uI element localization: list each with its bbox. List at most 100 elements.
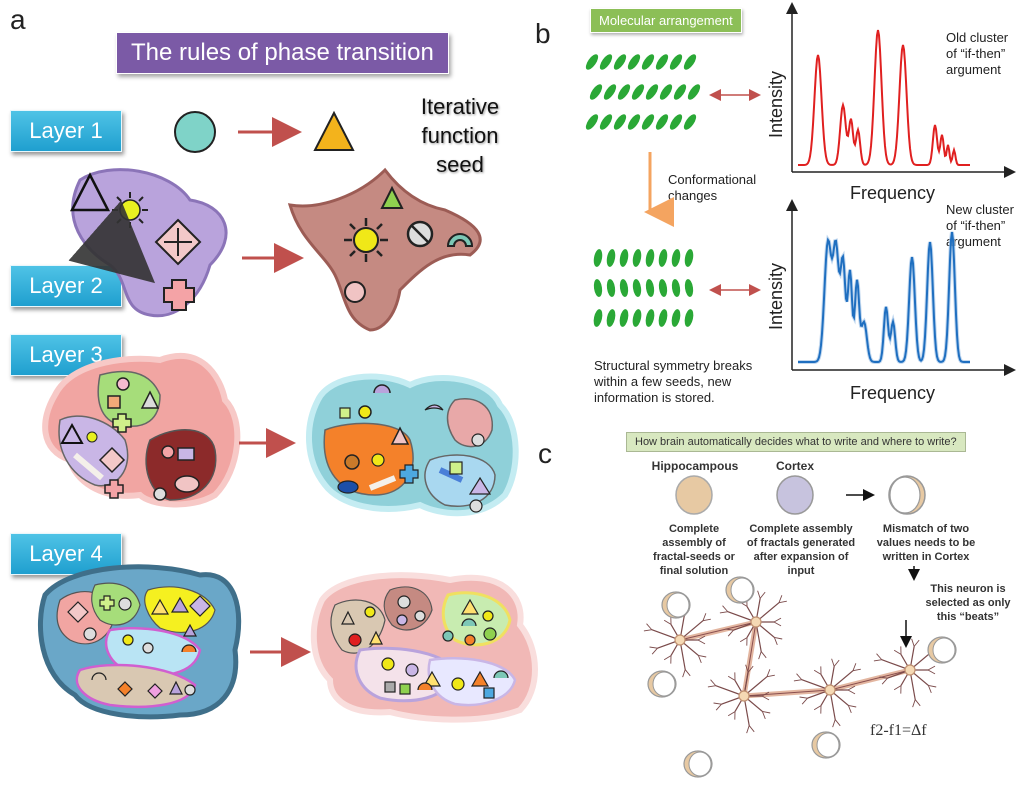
- molecule-glyph: [671, 279, 681, 297]
- molecule-glyph: [606, 309, 616, 327]
- molecule-glyph: [687, 84, 701, 100]
- molecule-glyph: [673, 84, 687, 100]
- pink-circle-icon: [344, 281, 366, 303]
- molecule-glyph: [619, 309, 629, 327]
- layer2-flow-arrow: [68, 200, 156, 284]
- mismatch-circles-icon: [888, 475, 926, 515]
- molecule-glyph: [613, 114, 627, 130]
- neuron-network: [643, 590, 941, 734]
- molecule-glyph: [593, 279, 603, 297]
- neuron-icon: [707, 664, 775, 734]
- panel-b-artwork: [585, 2, 1016, 376]
- panel-a-letter: a: [10, 4, 26, 35]
- mismatch-description: Mismatch of two values needs to be writt…: [876, 523, 976, 563]
- iterative-function-seed-label: Iterative function seed: [420, 94, 500, 177]
- cortex-description: Complete assembly of fractals generated …: [746, 523, 856, 577]
- molecule-glyph: [606, 249, 616, 267]
- molecule-glyph: [684, 249, 694, 267]
- brain-question-banner: How brain automatically decides what to …: [626, 432, 966, 452]
- molecule-glyph: [589, 84, 603, 100]
- symmetry-breaks-label: Structural symmetry breaks within a few …: [594, 358, 753, 405]
- molecule-glyph: [585, 54, 599, 70]
- panel-a-artwork: [38, 110, 538, 723]
- molecule-glyph: [669, 114, 683, 130]
- conformational-changes-label: Conformational changes: [668, 172, 757, 203]
- molecule-glyph: [619, 279, 629, 297]
- molecule-glyph: [645, 279, 655, 297]
- molecule-glyph: [619, 249, 629, 267]
- molecule-glyph: [684, 279, 694, 297]
- beat-cell-icons: [647, 576, 957, 778]
- molecules-ordered: [585, 54, 701, 130]
- molecule-glyph: [593, 249, 603, 267]
- molecule-glyph: [627, 114, 641, 130]
- layer2-output-blob: [287, 167, 482, 332]
- cortex-heading: Cortex: [775, 459, 814, 473]
- molecule-glyph: [645, 249, 655, 267]
- teal-circle-icon: [174, 111, 216, 153]
- molecule-glyph: [683, 54, 697, 70]
- beat-cell-icon: [927, 636, 957, 664]
- molecule-glyph: [599, 114, 613, 130]
- molecule-glyph: [617, 84, 631, 100]
- molecule-glyph: [603, 84, 617, 100]
- new-cluster-spectrum-line: [798, 231, 970, 363]
- new-cluster-label: New cluster of “if-then” argument: [946, 202, 1014, 249]
- molecule-glyph: [655, 54, 669, 70]
- molecule-glyph: [585, 114, 599, 130]
- phase-transition-title: The rules of phase transition: [116, 32, 449, 74]
- frequency-difference-formula: f2-f1=Δf: [870, 722, 927, 739]
- molecule-glyph: [658, 249, 668, 267]
- beat-cell-icon: [661, 591, 691, 619]
- old-spectrum-xlabel: Frequency: [850, 183, 936, 203]
- molecule-glyph: [606, 279, 616, 297]
- layer-4-tab: Layer 4: [10, 533, 122, 575]
- layer-1-tab: Layer 1: [10, 110, 122, 152]
- molecule-glyph: [655, 114, 669, 130]
- molecule-glyph: [645, 84, 659, 100]
- molecule-glyph: [658, 309, 668, 327]
- molecule-glyph: [631, 84, 645, 100]
- pink-cross-icon: [163, 279, 195, 311]
- molecule-glyph: [627, 54, 641, 70]
- hippocampous-heading: Hippocampous: [651, 459, 739, 473]
- neuron-icon: [719, 590, 787, 660]
- molecules-rearranged: [593, 249, 694, 327]
- molecule-glyph: [641, 54, 655, 70]
- yellow-triangle-icon: [313, 110, 355, 151]
- molecule-glyph: [632, 309, 642, 327]
- molecule-glyph: [684, 309, 694, 327]
- beat-cell-icon: [725, 576, 755, 604]
- green-triangle-icon: [380, 185, 404, 209]
- molecular-arrangement-banner: Molecular arrangement: [590, 8, 742, 33]
- hippocampous-description: Complete assembly of fractal-seeds or fi…: [653, 523, 735, 577]
- molecule-glyph: [632, 279, 642, 297]
- old-cluster-label: Old cluster of “if-then” argument: [946, 30, 1009, 77]
- molecule-glyph: [641, 114, 655, 130]
- molecule-glyph: [669, 54, 683, 70]
- beat-cell-icon: [811, 731, 841, 759]
- panel-b-letter: b: [535, 18, 551, 49]
- molecule-glyph: [671, 249, 681, 267]
- large-sun-icon: [344, 218, 388, 262]
- molecule-glyph: [658, 279, 668, 297]
- hippocampous-circle: [675, 475, 713, 515]
- diamond-cross-icon: [154, 218, 202, 266]
- panel-c-letter: c: [538, 438, 552, 469]
- molecule-glyph: [593, 309, 603, 327]
- old-cluster-spectrum-line: [798, 29, 970, 166]
- beat-cell-icon: [683, 750, 713, 778]
- cortex-circle: [776, 475, 814, 515]
- molecule-glyph: [683, 114, 697, 130]
- molecule-glyph: [613, 54, 627, 70]
- neuron-icon: [793, 658, 861, 728]
- no-symbol-icon: [406, 220, 434, 248]
- molecule-glyph: [645, 309, 655, 327]
- neuron-icon: [873, 638, 941, 708]
- molecule-glyph: [659, 84, 673, 100]
- selected-neuron-description: This neuron is selected as only this “be…: [925, 583, 1011, 623]
- molecule-glyph: [599, 54, 613, 70]
- molecule-glyph: [671, 309, 681, 327]
- layer3-green-cell: [97, 370, 161, 427]
